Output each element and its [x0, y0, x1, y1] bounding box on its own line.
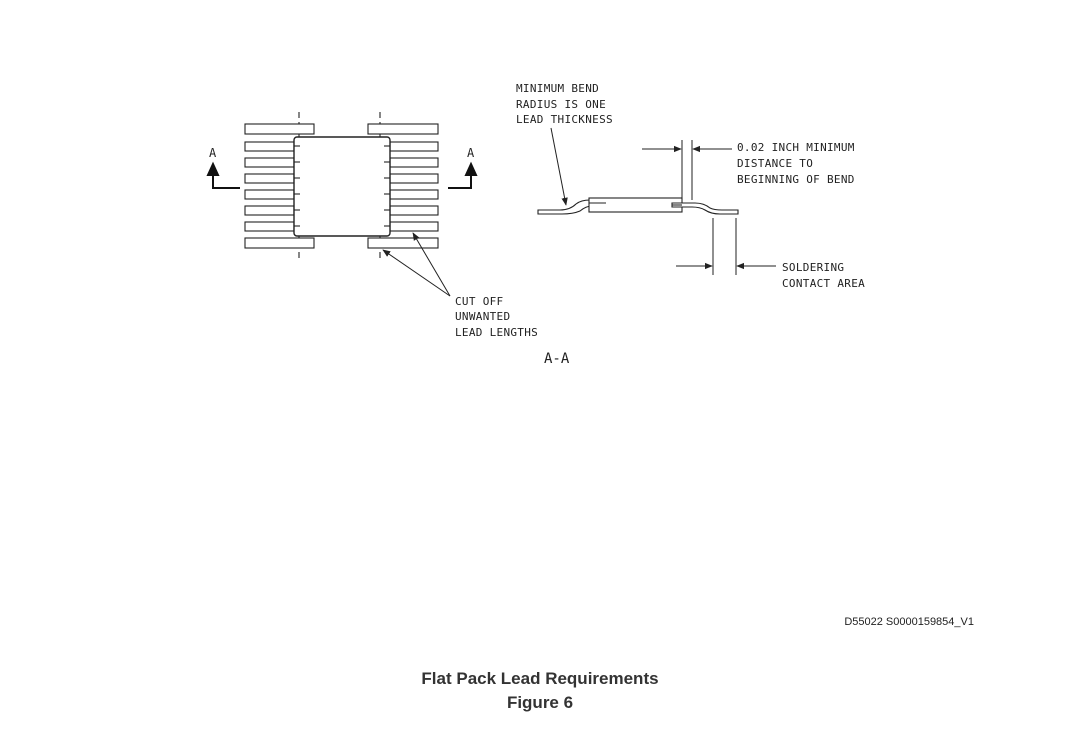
bend-note-line2: RADIUS IS ONE [516, 98, 606, 111]
distance-dimension [642, 140, 732, 200]
cut-off-leaders [382, 232, 451, 297]
figure-identifier: D55022 S0000159854_V1 [844, 616, 974, 628]
section-marker-right: A [467, 146, 475, 160]
distance-note-line3: BEGINNING OF BEND [737, 173, 855, 186]
side-view [537, 197, 739, 215]
solder-note-line2: CONTACT AREA [782, 277, 865, 290]
package-body [293, 136, 391, 237]
section-arrow-right [448, 161, 478, 189]
flat-pack-top-view [244, 112, 439, 258]
distance-note-line1: 0.02 INCH MINIMUM [737, 141, 855, 154]
solder-note-line1: SOLDERING [782, 261, 844, 274]
bend-leader [550, 127, 568, 206]
bend-note-line3: LEAD THICKNESS [516, 113, 613, 126]
package-body-side [588, 197, 683, 213]
distance-note-line2: DISTANCE TO [737, 157, 813, 170]
solder-dimension [676, 218, 776, 275]
section-label: A-A [544, 351, 570, 367]
bend-note-line1: MINIMUM BEND [516, 82, 599, 95]
figure-title: Flat Pack Lead Requirements [421, 669, 659, 688]
cut-note-line1: CUT OFF [455, 295, 503, 308]
section-arrow-left [206, 161, 240, 189]
figure-number: Figure 6 [506, 693, 574, 712]
cut-note-line2: UNWANTED [455, 310, 510, 323]
section-marker-left: A [209, 146, 217, 160]
cut-note-line3: LEAD LENGTHS [455, 326, 538, 339]
